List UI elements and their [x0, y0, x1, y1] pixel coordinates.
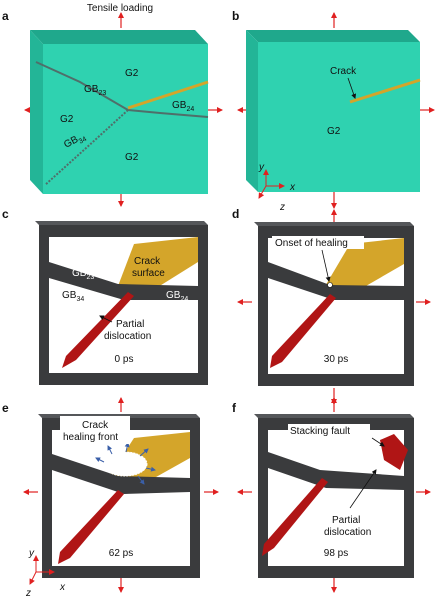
- label-g2-top: G2: [125, 68, 139, 79]
- panel-a: a G2 G2 G2 GB23 GB24 GB34: [2, 9, 223, 207]
- axes-triad-b: y x z: [258, 162, 296, 213]
- stacking-label-f: Stacking fault: [290, 426, 350, 437]
- partial-dislocation-d: [270, 294, 336, 368]
- crack-surface-d: [324, 238, 404, 294]
- axis-y-e: y: [28, 548, 35, 559]
- panel-e: e Crack healing front 62 ps: [2, 397, 219, 599]
- gb-band-d: [268, 262, 404, 300]
- crack-surface-label-1-c: Crack: [134, 256, 161, 267]
- crack-pointer-b: [347, 77, 357, 99]
- partial-label-1-f: Partial: [332, 515, 360, 526]
- partial-label-2-f: dislocation: [324, 527, 371, 538]
- label-g2-b: G2: [327, 126, 341, 137]
- panel-c: c Crack surface GB23 GB24 GB34 Partial d…: [2, 207, 208, 385]
- grain-face-b: [258, 42, 420, 192]
- panel-d: d Onset of healing 30 ps: [232, 207, 431, 405]
- panel-letter-a: a: [2, 9, 9, 23]
- crack-surface-label-2-c: surface: [132, 268, 165, 279]
- axis-y-b: y: [258, 162, 265, 173]
- time-label-c: 0 ps: [115, 354, 134, 365]
- partial-pointer-f: [349, 469, 377, 509]
- label-gb24-c: GB24: [166, 290, 188, 303]
- grain-cube-a: [30, 30, 208, 194]
- grain-face-a: [43, 44, 208, 194]
- panel-letter-b: b: [232, 9, 239, 23]
- gb-band-f: [268, 452, 404, 490]
- stacking-label-bg-f: [288, 424, 370, 437]
- axis-x-e: x: [59, 582, 66, 593]
- healing-region-e: [102, 451, 148, 477]
- healing-front-arrows-e: [95, 442, 156, 485]
- crack-line-b: [349, 78, 421, 104]
- partial-pointer-c: [99, 315, 113, 323]
- frame-f: [254, 414, 414, 578]
- axis-z-e: z: [25, 588, 31, 599]
- time-label-f: 98 ps: [324, 548, 348, 559]
- crack-surface-c: [118, 237, 198, 292]
- panel-letter-c: c: [2, 207, 9, 221]
- healing-label-2-e: healing front: [63, 432, 118, 443]
- stacking-pointer-f: [371, 437, 385, 447]
- healing-label-bg-e: [60, 416, 130, 444]
- label-crack-b: Crack: [330, 66, 357, 77]
- axis-z-b: z: [279, 202, 285, 213]
- partial-dislocation-c: [62, 292, 134, 368]
- label-gb24-a: GB24: [172, 100, 194, 113]
- label-gb34-c: GB34: [62, 290, 84, 303]
- axis-x-b: x: [289, 182, 296, 193]
- panel-f: f Stacking fault Partial dislocation 98 …: [232, 397, 431, 593]
- label-g2-left: G2: [60, 114, 74, 125]
- partial-label-bg-f: [322, 512, 382, 540]
- label-g2-bottom: G2: [125, 152, 139, 163]
- gb-band-e: [52, 454, 190, 494]
- grain-boundaries-a: [35, 61, 209, 186]
- time-label-d: 30 ps: [324, 354, 348, 365]
- axes-triad-e: y x z: [25, 548, 66, 599]
- partial-dislocation-e: [58, 490, 124, 564]
- tensile-arrows-e: [23, 397, 219, 593]
- figure-title: Tensile loading: [87, 3, 153, 14]
- onset-label-d: Onset of healing: [275, 238, 348, 249]
- panel-letter-f: f: [232, 401, 237, 415]
- partial-dislocation-f: [262, 478, 328, 556]
- frame-d: [254, 222, 414, 386]
- panel-letter-e: e: [2, 401, 9, 415]
- grain-cube-b: [246, 30, 420, 192]
- crack-line-a: [127, 80, 209, 110]
- partial-label-1-c: Partial: [116, 319, 144, 330]
- panel-b: b Crack G2 y x z: [232, 9, 435, 213]
- frame-c: [35, 221, 208, 385]
- stacking-fault-f: [380, 434, 408, 470]
- gb-band-c: [49, 262, 198, 300]
- tensile-arrows-f: [237, 397, 431, 593]
- onset-pointer-d: [321, 249, 331, 282]
- panel-letter-d: d: [232, 207, 239, 221]
- healing-onset-marker-d: [327, 282, 333, 288]
- label-gb23-a: GB23: [84, 84, 106, 97]
- partial-label-2-c: dislocation: [104, 331, 151, 342]
- time-label-e: 62 ps: [109, 548, 133, 559]
- label-gb23-c: GB23: [72, 268, 94, 281]
- healing-label-1-e: Crack: [82, 420, 109, 431]
- onset-label-bg-d: [272, 236, 364, 249]
